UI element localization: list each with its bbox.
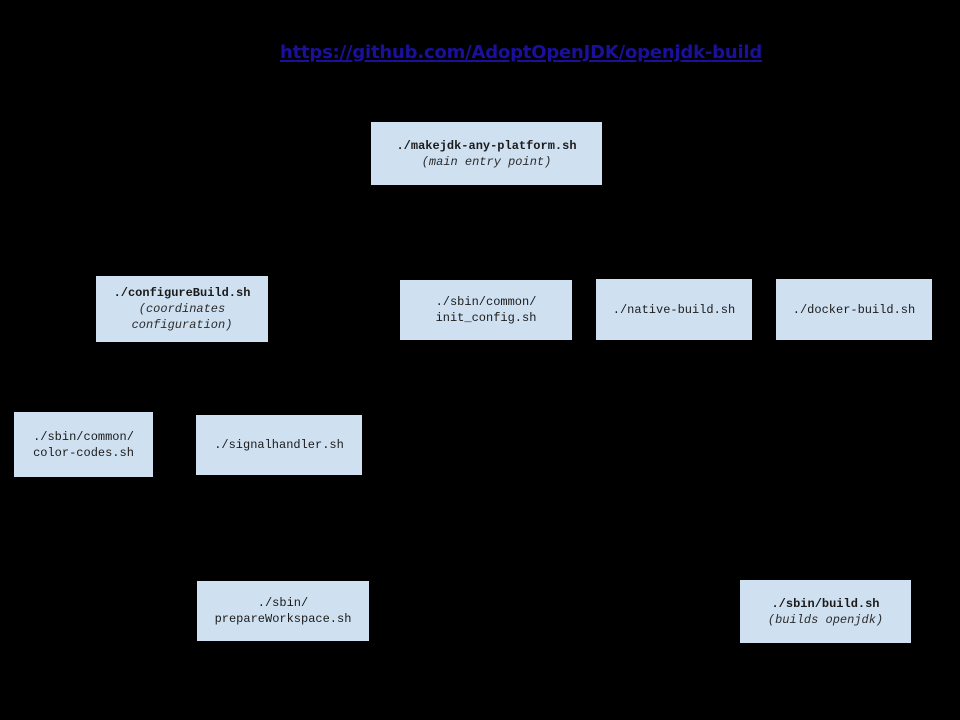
- node-native-build[interactable]: ./native-build.sh: [596, 279, 752, 340]
- node-sbin-build[interactable]: ./sbin/build.sh (builds openjdk): [740, 580, 911, 643]
- node-title: ./sbin/common/ color-codes.sh: [33, 429, 134, 460]
- node-makejdk-any-platform[interactable]: ./makejdk-any-platform.sh (main entry po…: [371, 122, 602, 185]
- repository-url-link[interactable]: https://github.com/AdoptOpenJDK/openjdk-…: [280, 42, 763, 63]
- node-subtitle: (builds openjdk): [767, 612, 884, 627]
- node-subtitle: (coordinates configuration): [131, 302, 233, 332]
- node-title: ./signalhandler.sh: [214, 438, 344, 452]
- node-title: ./sbin/ prepareWorkspace.sh: [214, 596, 352, 626]
- node-color-codes[interactable]: ./sbin/common/ color-codes.sh: [14, 412, 153, 477]
- node-subtitle: (main entry point): [421, 154, 552, 169]
- node-title: ./configureBuild.sh: [113, 286, 251, 300]
- node-prepare-workspace[interactable]: ./sbin/ prepareWorkspace.sh: [197, 581, 369, 641]
- node-title: ./native-build.sh: [612, 302, 736, 317]
- node-docker-build[interactable]: ./docker-build.sh: [776, 279, 932, 340]
- node-configure-build[interactable]: ./configureBuild.sh (coordinates configu…: [96, 276, 268, 342]
- node-title: ./docker-build.sh: [792, 302, 916, 317]
- node-title: ./makejdk-any-platform.sh: [396, 138, 577, 153]
- node-title: ./sbin/common/ init_config.sh: [435, 295, 537, 325]
- node-title: ./sbin/build.sh: [771, 596, 880, 611]
- node-signalhandler[interactable]: ./signalhandler.sh: [196, 415, 362, 475]
- node-init-config[interactable]: ./sbin/common/ init_config.sh: [400, 280, 572, 340]
